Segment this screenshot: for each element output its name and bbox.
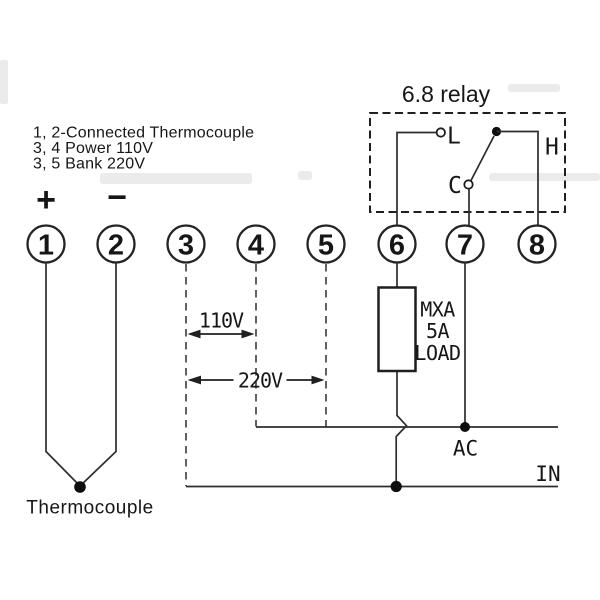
- relay-contact-low-label: L: [447, 124, 461, 150]
- terminal-number-4: 4: [248, 230, 264, 262]
- voltage-110-arrowhead-right: [241, 329, 255, 339]
- plus-label: +: [36, 181, 56, 219]
- note-thermocouple: 1, 2-Connected Thermocouple: [33, 125, 254, 142]
- photo-artifact: [489, 173, 600, 181]
- relay-title: 6.8 relay: [402, 81, 491, 107]
- terminal-circle-5: [306, 224, 346, 264]
- terminal-number-6: 6: [389, 230, 405, 262]
- in-label: IN: [535, 462, 560, 486]
- wiring: [45, 262, 558, 493]
- voltage-110-arrowhead-left: [187, 329, 201, 339]
- load-box: [377, 286, 417, 373]
- photo-artifact: [508, 84, 560, 92]
- photo-artifact: [0, 60, 8, 104]
- terminal-number-8: 8: [529, 230, 545, 262]
- terminal-circle-8: [517, 224, 557, 264]
- relay-contact-common-point: [463, 179, 474, 190]
- in-junction-dot: [390, 480, 402, 493]
- relay-switch-arm: [470, 135, 495, 181]
- minus-label: −: [107, 179, 127, 217]
- photo-artifact: [298, 171, 312, 180]
- relay-contact-common-label: C: [448, 173, 462, 199]
- terminal-number-5: 5: [318, 230, 334, 262]
- relay-block: 6.8 relay L C H: [369, 81, 566, 226]
- terminal-circle-1: [26, 224, 66, 264]
- relay-contact-high-label: H: [545, 135, 559, 161]
- thermocouple-lead-positive: [45, 262, 81, 487]
- connection-notes: 1, 2-Connected Thermocouple 3, 4 Power 1…: [33, 125, 254, 173]
- photo-artifact: [100, 173, 252, 184]
- load-label-line1: MXA: [420, 298, 455, 322]
- thermocouple-junction-dot: [74, 481, 86, 493]
- wire-load-to-in-with-hop: [395, 371, 408, 487]
- voltage-220-label: 220V: [238, 369, 283, 393]
- ac-label: AC: [453, 437, 478, 461]
- terminal-number-1: 1: [38, 230, 54, 262]
- load-label-line2: 5A: [426, 319, 450, 343]
- terminal-row: 1 2 3 4 5 6 7 8: [26, 224, 557, 264]
- relay-dashed-box: [369, 112, 566, 213]
- thermocouple-label: Thermocouple: [26, 498, 153, 519]
- voltage-220-arrowhead-right: [311, 375, 325, 385]
- photo-artifacts: [0, 60, 600, 184]
- note-bank-220v: 3, 5 Bank 220V: [33, 156, 145, 173]
- terminal-number-3: 3: [178, 230, 194, 262]
- terminal-circle-2: [96, 224, 136, 264]
- terminal-circle-7: [445, 224, 485, 264]
- terminal-circle-4: [236, 224, 276, 264]
- ac-junction-dot: [460, 422, 470, 432]
- terminal-circle-6: [377, 224, 417, 264]
- note-power-110v: 3, 4 Power 110V: [33, 140, 153, 157]
- terminal-number-2: 2: [108, 230, 124, 262]
- relay-wire-high: [496, 130, 539, 226]
- thermocouple-lead-negative: [79, 262, 117, 487]
- voltage-110-label: 110V: [199, 309, 244, 333]
- terminal-number-7: 7: [457, 230, 473, 262]
- terminal-circle-3: [166, 224, 206, 264]
- voltage-220-arrowhead-left: [187, 375, 201, 385]
- relay-contact-low-point: [435, 127, 446, 138]
- voltage-annotations: 110V 220V: [187, 309, 325, 393]
- load-block: MXA 5A LOAD: [377, 286, 461, 373]
- load-label-line3: LOAD: [414, 341, 460, 365]
- relay-wire-low: [396, 131, 437, 226]
